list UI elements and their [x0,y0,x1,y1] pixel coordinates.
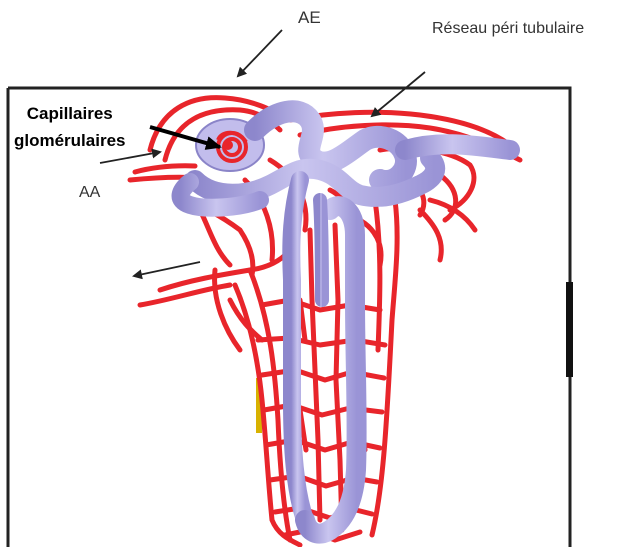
label-ae: AE [298,8,321,27]
renal-tubule [171,100,520,544]
arrow-icon [149,125,222,150]
arrow-icon [236,29,283,78]
arrow-icon [99,148,162,164]
yellow-mark [256,378,262,433]
arrow-icon [370,71,426,118]
peritubular-capillary-network [127,95,523,547]
label-reseau-peri-tubulaire: Réseau péri tubulaire [432,20,585,37]
arrow-icon [132,261,201,280]
side-bar-mark [566,282,573,377]
label-capillaires-glomerulaires: Capillaires glomérulaires [14,100,126,154]
label-capillaires-line1: Capillaires [26,104,113,123]
label-capillaires-line2: glomérulaires [14,131,126,150]
label-aa: AA [79,184,101,201]
figure-frame [6,86,572,547]
